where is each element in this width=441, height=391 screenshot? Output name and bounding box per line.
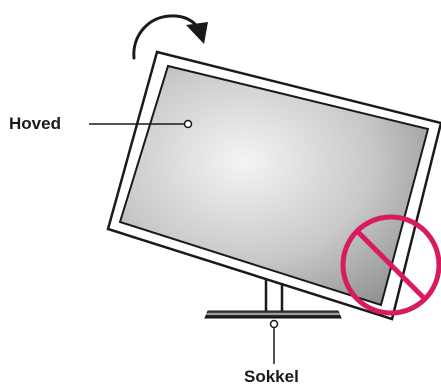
monitor-screen xyxy=(118,64,430,307)
stand-label: Sokkel xyxy=(244,367,299,386)
head-callout-dot xyxy=(183,119,193,129)
rotate-clockwise-arrow-icon xyxy=(132,14,208,60)
head-callout xyxy=(89,119,193,129)
stand-callout xyxy=(269,319,279,364)
prohibition-sign-icon xyxy=(340,214,441,316)
head-label: Hoved xyxy=(9,114,61,133)
stand-callout-dot xyxy=(269,319,279,329)
monitor-head xyxy=(106,50,441,321)
